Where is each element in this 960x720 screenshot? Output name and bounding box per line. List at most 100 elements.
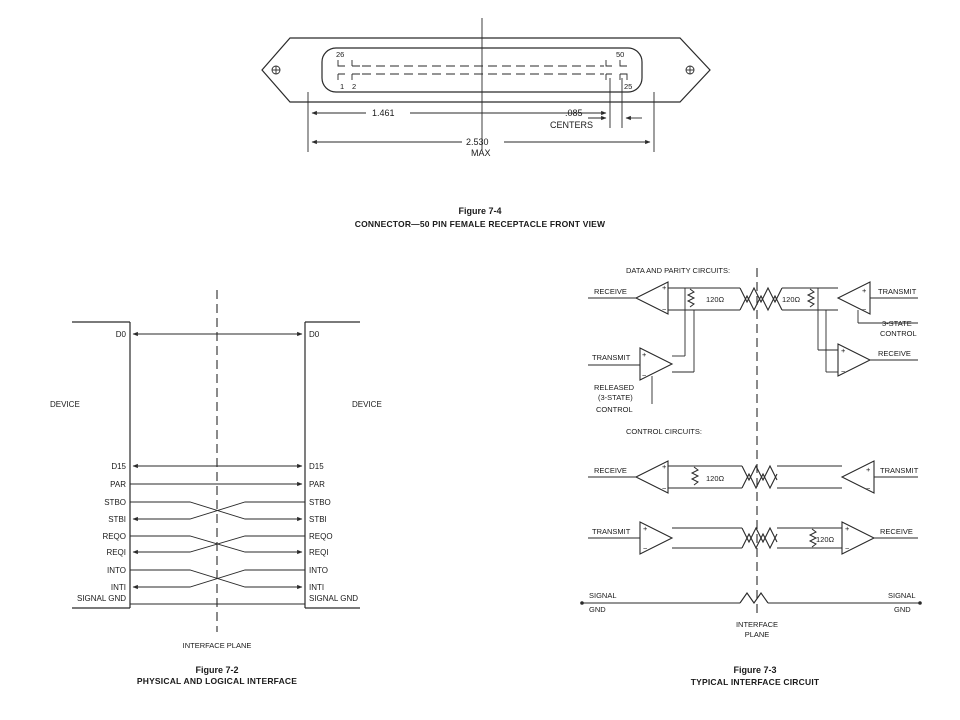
svg-text:−: −: [662, 305, 667, 314]
sig-right-par: PAR: [309, 480, 325, 489]
sig-right-reqi: REQI: [309, 548, 329, 557]
data-resistor-right-label: 120Ω: [782, 295, 801, 304]
sig-left-reqo: REQO: [102, 532, 126, 541]
svg-text:+: +: [841, 346, 846, 355]
figure-7-4-connector: 26 50 1 2 25 1.461 .085 CENTERS 2.530 MA…: [261, 18, 711, 229]
svg-text:+: +: [642, 350, 647, 359]
data-transmit-right-label: TRANSMIT: [878, 287, 917, 296]
sig-left-stbo: STBO: [104, 498, 126, 507]
data-transmit-left: +−: [588, 347, 694, 404]
sig-left-inti: INTI: [111, 583, 126, 592]
sig-right-d15: D15: [309, 462, 324, 471]
state3-control-label: CONTROL: [880, 329, 917, 338]
svg-text:−: −: [643, 544, 648, 553]
svg-text:−: −: [841, 367, 846, 376]
data-receive-left: +−: [588, 281, 740, 372]
control-resistor-2-label: 120Ω: [816, 535, 835, 544]
signal-labels-left: D0 D15 PAR STBO STBI REQO REQI INTO INTI…: [77, 330, 127, 603]
dim-2530-label: 2.530: [466, 137, 489, 147]
figure-7-4-title: CONNECTOR—50 PIN FEMALE RECEPTACLE FRONT…: [355, 219, 606, 229]
control-receive-right-label: RECEIVE: [880, 527, 913, 536]
sig-left-signal-gnd: SIGNAL GND: [77, 594, 126, 603]
sig-left-reqi: REQI: [106, 548, 126, 557]
max-label: MAX: [471, 148, 491, 158]
control-receive-label: RECEIVE: [594, 466, 627, 475]
dimension-lines: [307, 78, 655, 152]
svg-text:+: +: [643, 524, 648, 533]
control-resistor-1-label: 120Ω: [706, 474, 725, 483]
data-parity-section-title: DATA AND PARITY CIRCUITS:: [626, 266, 730, 275]
control-receive-row: + − + −: [588, 460, 918, 494]
sig-right-inti: INTI: [309, 583, 324, 592]
state3-label: 3-STATE: [882, 319, 912, 328]
figure-7-2-number: Figure 7-2: [195, 665, 238, 675]
connector-shell: [261, 37, 711, 103]
signal-labels-right: D0 D15 PAR STBO STBI REQO REQI INTO INTI…: [309, 330, 358, 603]
sig-right-stbo: STBO: [309, 498, 331, 507]
signal-left-label: SIGNAL: [589, 591, 617, 600]
svg-text:+: +: [845, 524, 850, 533]
data-transmit-left-label: TRANSMIT: [592, 353, 631, 362]
figure-7-3-title: TYPICAL INTERFACE CIRCUIT: [691, 677, 820, 687]
figure-7-2-title: PHYSICAL AND LOGICAL INTERFACE: [137, 676, 297, 686]
control-transmit-row: + − + −: [588, 521, 918, 555]
device-left-label: DEVICE: [50, 400, 80, 409]
svg-text:+: +: [662, 283, 667, 292]
data-twisted-pair: [739, 286, 783, 312]
dim-085-label: .085: [565, 108, 583, 118]
sig-left-d15: D15: [111, 462, 126, 471]
mounting-hole-right-icon: [685, 65, 695, 75]
data-resistor-left-label: 120Ω: [706, 295, 725, 304]
figure-7-2-interface: DEVICE DEVICE D0 D15 PAR STBO STBI REQO …: [50, 290, 382, 686]
gnd-left-label: GND: [589, 605, 606, 614]
pin-contacts: [337, 60, 628, 80]
pin-50-label: 50: [616, 50, 624, 59]
control-transmit-label: TRANSMIT: [592, 527, 631, 536]
svg-text:+: +: [662, 462, 667, 471]
svg-text:−: −: [662, 484, 667, 493]
sig-right-stbi: STBI: [309, 515, 327, 524]
figure-7-4-number: Figure 7-4: [458, 206, 501, 216]
centers-label: CENTERS: [550, 120, 593, 130]
released-label: RELEASED: [594, 383, 635, 392]
data-transmit-right: +−: [782, 281, 918, 372]
control-transmit-right-label: TRANSMIT: [880, 466, 919, 475]
svg-text:−: −: [642, 371, 647, 380]
data-receive-left-label: RECEIVE: [594, 287, 627, 296]
device-boxes: [72, 321, 360, 609]
signal-gnd-line: [580, 592, 922, 605]
sig-left-stbi: STBI: [108, 515, 126, 524]
released-3state-label: (3-STATE): [598, 393, 633, 402]
signal-right-label: SIGNAL: [888, 591, 916, 600]
svg-text:−: −: [866, 484, 871, 493]
sig-right-d0: D0: [309, 330, 320, 339]
sig-left-into: INTO: [107, 566, 126, 575]
interface-label: INTERFACE: [736, 620, 778, 629]
device-right-label: DEVICE: [352, 400, 382, 409]
svg-text:+: +: [866, 465, 871, 474]
svg-text:+: +: [862, 286, 867, 295]
svg-text:−: −: [845, 544, 850, 553]
pin-26-label: 26: [336, 50, 344, 59]
sig-right-reqo: REQO: [309, 532, 333, 541]
data-receive-right-label: RECEIVE: [878, 349, 911, 358]
control-section-title: CONTROL CIRCUITS:: [626, 427, 702, 436]
released-control-label: CONTROL: [596, 405, 633, 414]
pin-25-label: 25: [624, 82, 632, 91]
figure-7-3-circuit: DATA AND PARITY CIRCUITS: +− RECEIVE 120…: [580, 266, 922, 687]
sig-left-d0: D0: [116, 330, 127, 339]
pin-1-label: 1: [340, 82, 344, 91]
interface-plane-label: INTERFACE PLANE: [183, 641, 252, 650]
data-receive-right: +−: [818, 343, 918, 377]
mounting-hole-left-icon: [271, 65, 281, 75]
gnd-right-label: GND: [894, 605, 911, 614]
signal-lines: [130, 331, 305, 605]
plane-label: PLANE: [745, 630, 770, 639]
sig-left-par: PAR: [110, 480, 126, 489]
svg-text:−: −: [862, 305, 867, 314]
sig-right-signal-gnd: SIGNAL GND: [309, 594, 358, 603]
dim-1461-label: 1.461: [372, 108, 395, 118]
figure-7-3-number: Figure 7-3: [733, 665, 776, 675]
pin-2-label: 2: [352, 82, 356, 91]
